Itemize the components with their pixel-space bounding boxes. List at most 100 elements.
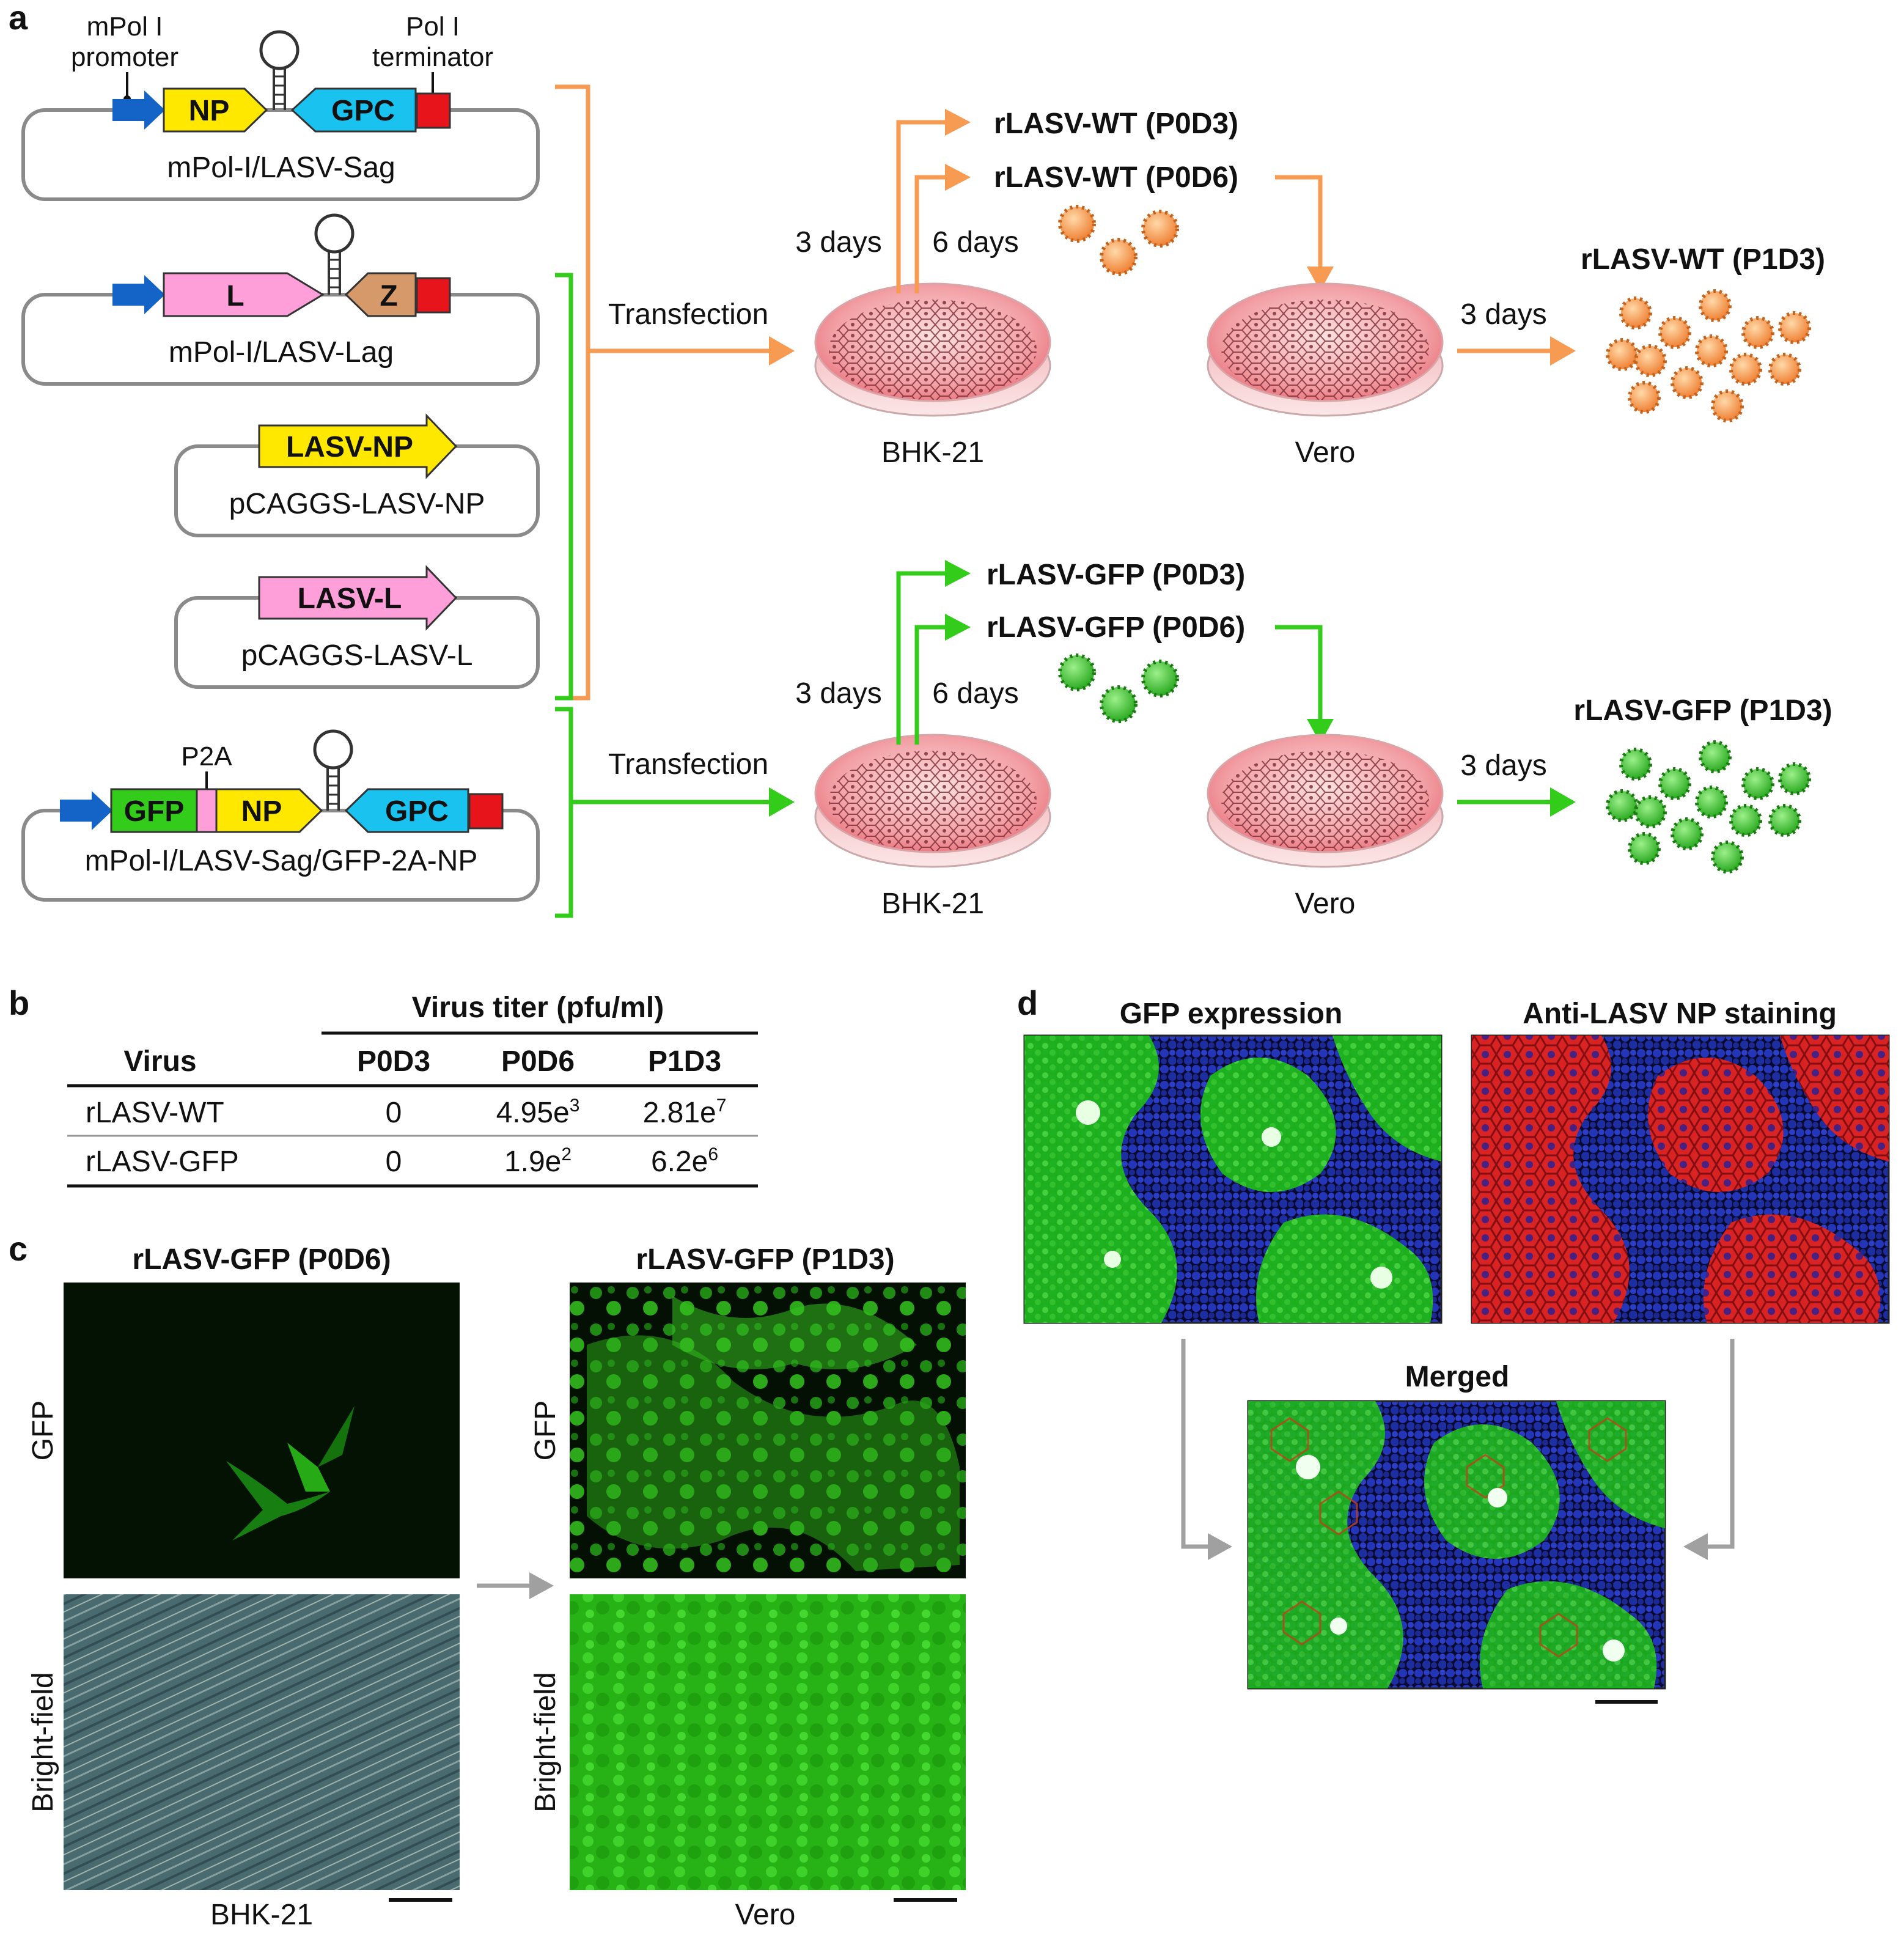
days3-label: 3 days	[795, 677, 881, 710]
arrow-head-icon	[945, 109, 971, 136]
gfp-gene	[110, 788, 198, 833]
np-gene-label: NP	[241, 795, 282, 828]
days6-label: 6 days	[932, 226, 1018, 259]
terminator-box	[416, 277, 451, 314]
p2a-label: P2A	[181, 742, 232, 771]
promoter-label: mPol I	[87, 12, 163, 42]
right-column-title: rLASV-GFP (P1D3)	[636, 1243, 894, 1276]
table-row: rLASV-GFP 0 1.9e2 6.2e6	[86, 1144, 718, 1178]
gfp-p0d3-label: rLASV-GFP (P0D3)	[987, 559, 1245, 591]
micrograph-gfp-expression	[1023, 1034, 1443, 1324]
plasmid-name: mPol-I/LASV-Sag	[167, 152, 395, 184]
np-staining-title: Anti-LASV NP staining	[1523, 998, 1837, 1030]
virus-particles-orange	[1606, 289, 1811, 422]
arrow-head-icon	[769, 787, 795, 817]
promoter-arrow-icon	[60, 791, 112, 830]
row-label-brightfield: Bright-field	[27, 1672, 59, 1812]
hairpin-icon	[314, 213, 355, 295]
l-gene-label: L	[226, 280, 244, 312]
group-header: Virus titer (pfu/ml)	[412, 992, 664, 1024]
gpc-gene	[290, 87, 417, 133]
plasmid-backbone	[21, 108, 540, 201]
transfection-label: Transfection	[608, 298, 768, 331]
header-p0d6: P0D6	[501, 1045, 575, 1078]
panel-c-label: c	[9, 1229, 28, 1268]
row-label-brightfield: Bright-field	[529, 1672, 562, 1812]
dish-bhk-wt	[814, 282, 1051, 417]
panel-a-label: a	[9, 0, 28, 37]
days6-label: 6 days	[932, 677, 1018, 710]
arrow-head-icon	[529, 1572, 554, 1599]
cell-p1d3: 6.2e6	[651, 1144, 718, 1178]
plasmid-np-helper: LASV-NP pCAGGS-LASV-NP	[174, 413, 540, 537]
micrograph-bhk-gfp	[64, 1283, 460, 1578]
np-gene	[215, 788, 323, 833]
arrow-head-icon	[1550, 787, 1576, 817]
wt-p1d3-label: rLASV-WT (P1D3)	[1581, 243, 1825, 276]
z-gene	[344, 272, 417, 317]
hairpin-icon	[313, 729, 353, 811]
gpc-gene	[344, 788, 469, 833]
arrow-head-icon	[1307, 267, 1334, 291]
row-label-gfp: GFP	[529, 1400, 562, 1461]
virus-particles-orange	[1058, 205, 1179, 276]
arrow-head-icon	[945, 614, 971, 641]
plasmid-name: pCAGGS-LASV-NP	[229, 488, 485, 520]
micrograph-vero-gfp	[570, 1283, 966, 1578]
panel-d-label: d	[1017, 984, 1038, 1022]
titer-table: Virus titer (pfu/ml) Virus P0D3 P0D6 P1D…	[67, 992, 758, 1188]
days3-label: 3 days	[1460, 298, 1546, 331]
np-gene-label: NP	[189, 95, 230, 127]
green-bracket-lower	[555, 707, 573, 918]
dish-bhk-gfp	[814, 734, 1051, 868]
vero-label: Vero	[1295, 436, 1356, 469]
dish-vero-gfp	[1207, 734, 1444, 868]
plasmid-gfp: P2A GFP NP GPC mPol-I/LASV-Sag/GFP-2A-NP	[21, 729, 540, 902]
cell-line-label-bhk: BHK-21	[210, 1899, 313, 1931]
np-gene	[163, 87, 268, 133]
bhk-label: BHK-21	[881, 436, 984, 469]
gfp-gene-label: GFP	[124, 795, 185, 828]
lasv-np-gene-label: LASV-NP	[286, 431, 413, 463]
promoter-arrow-icon	[112, 275, 165, 314]
left-column-title: rLASV-GFP (P0D6)	[132, 1243, 391, 1276]
arrow-head-icon	[945, 164, 971, 191]
gfp-expression-title: GFP expression	[1120, 998, 1343, 1030]
wt-p0d6-label: rLASV-WT (P0D6)	[994, 161, 1238, 194]
days3-label: 3 days	[1460, 749, 1546, 782]
cell-p1d3: 2.81e7	[643, 1095, 727, 1129]
lasv-l-gene-label: LASV-L	[298, 583, 402, 615]
plasmid-sag: mPol I promoter Pol I terminator NP GPC …	[21, 12, 540, 201]
hairpin-icon	[259, 30, 300, 110]
micrograph-bhk-brightfield	[64, 1594, 460, 1890]
merged-title: Merged	[1405, 1361, 1510, 1393]
vero-label: Vero	[1295, 888, 1356, 920]
cell-p0d3: 0	[386, 1097, 402, 1129]
dish-vero-wt	[1207, 282, 1444, 417]
gpc-gene-label: GPC	[331, 95, 395, 127]
cell-p0d6: 1.9e2	[504, 1144, 572, 1178]
plasmid-lag: L Z mPol-I/LASV-Lag	[21, 213, 540, 386]
arrow-head-icon	[1683, 1533, 1708, 1560]
p2a-segment	[196, 788, 218, 833]
terminator-label: Pol I	[406, 12, 460, 42]
terminator-box	[416, 92, 451, 129]
micrograph-vero-brightfield	[570, 1594, 966, 1890]
transfection-label: Transfection	[608, 748, 768, 781]
plasmid-name: mPol-I/LASV-Lag	[169, 336, 394, 369]
terminator-label-2: terminator	[372, 42, 493, 72]
gpc-gene-label: GPC	[385, 795, 449, 828]
l-gene	[163, 272, 325, 317]
days3-label: 3 days	[795, 226, 881, 259]
wt-p0d3-label: rLASV-WT (P0D3)	[994, 108, 1238, 140]
arrow-head-icon	[1550, 336, 1576, 366]
cell-p0d3: 0	[386, 1146, 402, 1178]
row-label-gfp: GFP	[27, 1400, 59, 1461]
header-p1d3: P1D3	[648, 1045, 721, 1078]
table-row: rLASV-WT 0 4.95e3 2.81e7	[86, 1095, 726, 1129]
promoter-label-2: promoter	[71, 42, 178, 72]
terminator-box	[468, 793, 504, 830]
panel-b-label: b	[9, 984, 29, 1022]
header-p0d3: P0D3	[357, 1045, 430, 1078]
